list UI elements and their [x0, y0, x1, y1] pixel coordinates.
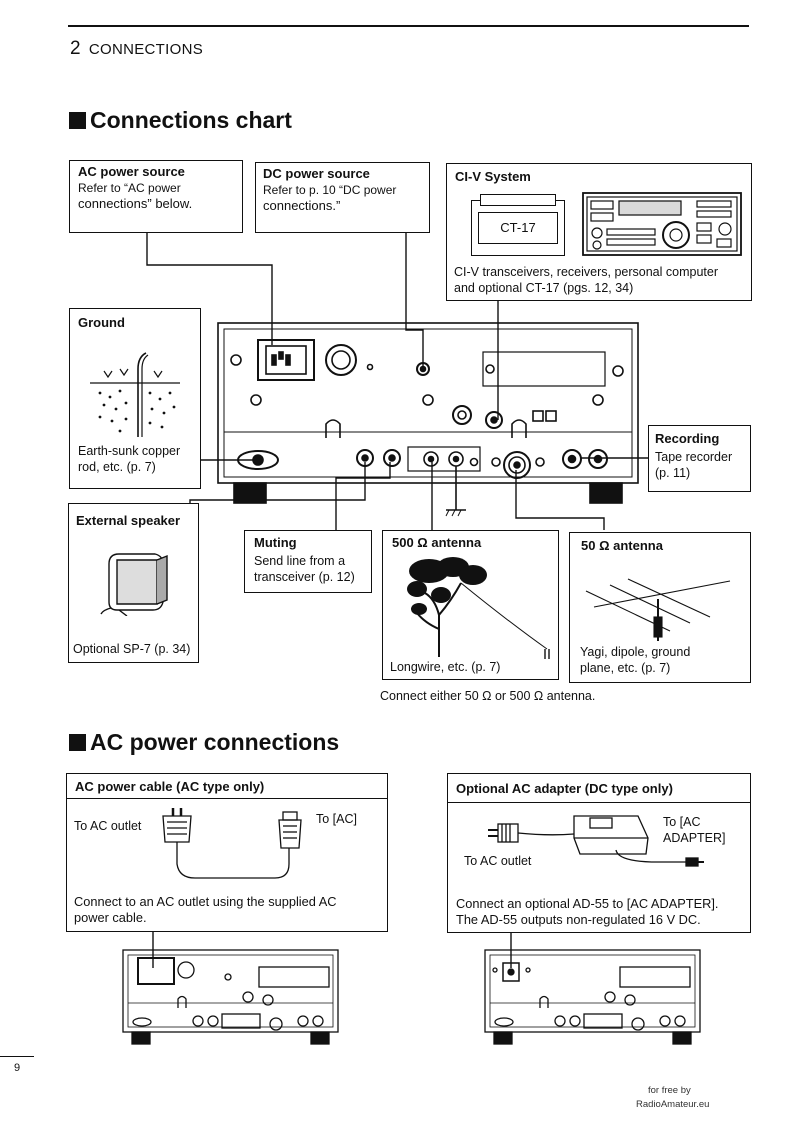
ac-adapter-title-bar [448, 774, 750, 803]
antenna-50-desc-line2: plane, etc. (p. 7) [580, 661, 671, 675]
ac-power-cable-box: AC power cable (AC type only) To AC outl… [66, 773, 388, 932]
ct17-top [480, 194, 556, 206]
ground-title: Ground [78, 315, 125, 330]
yagi-antenna-icon [585, 578, 731, 641]
antenna-50-desc-line1: Yagi, dipole, ground [580, 645, 691, 659]
recording-title: Recording [655, 431, 720, 446]
page-number: 9 [14, 1062, 21, 1074]
section-title-connections-chart: Connections chart [69, 107, 292, 134]
footer-rule [0, 1056, 34, 1057]
ac-source-line2: connections” below. [78, 196, 193, 211]
credit-line1: for free by [648, 1085, 691, 1096]
ac-adapter-to-adapter-line1: To [AC [663, 815, 701, 829]
ac-source-title: AC power source [78, 164, 185, 179]
antenna-500-box: 500 Ω antenna Longwire, etc. (p. 7) [382, 530, 559, 680]
ac-adapter-desc-line2: The AD-55 outputs non-regulated 16 V DC. [456, 912, 701, 927]
section-bullet [69, 734, 86, 751]
ground-rod-icon [90, 352, 180, 437]
ac-cable-desc-line1: Connect to an AC outlet using the suppli… [74, 894, 337, 909]
antenna-note: Connect either 50 Ω or 500 Ω antenna. [380, 689, 596, 703]
tree-longwire-icon [407, 557, 550, 659]
section-bullet [69, 112, 86, 129]
chapter-number: 2 [70, 38, 81, 59]
dc-source-line2: connections.” [263, 198, 341, 213]
ac-cable-to-outlet: To AC outlet [74, 819, 142, 833]
ac-cable-title-bar [67, 774, 387, 799]
civ-desc-line1: CI-V transceivers, receivers, personal c… [454, 265, 718, 279]
ac-adapter-title: Optional AC adapter (DC type only) [456, 781, 673, 796]
rear-panel [217, 322, 639, 517]
ac-cable-title: AC power cable (AC type only) [75, 779, 265, 794]
antenna-500-title: 500 Ω antenna [392, 535, 482, 550]
civ-system-box: CI-V System CT-17 CI-V transceivers, rec… [446, 163, 752, 301]
dc-source-title: DC power source [263, 166, 370, 181]
header-rule [68, 25, 749, 27]
civ-title: CI-V System [455, 169, 531, 184]
ac-adapter-box: Optional AC adapter (DC type only) To AC… [447, 773, 751, 933]
recording-desc-line2: (p. 11) [655, 466, 691, 480]
ac-adapter-to-outlet: To AC outlet [464, 854, 532, 868]
antenna-50-box: 50 Ω antenna Yagi, dipole, ground plane,… [569, 532, 751, 683]
rear-panel-small-left [122, 949, 339, 1045]
recording-desc-line1: Tape recorder [655, 450, 733, 464]
ct17-label: CT-17 [478, 212, 558, 244]
muting-desc-line1: Send line from a [254, 554, 346, 568]
chapter-heading: 2 CONNECTIONS [70, 38, 203, 60]
muting-desc-line2: transceiver (p. 12) [254, 570, 355, 584]
ground-desc-line1: Earth-sunk copper [78, 444, 181, 458]
external-speaker-desc: Optional SP-7 (p. 34) [73, 642, 191, 656]
muting-title: Muting [254, 535, 297, 550]
ac-cable-desc-line2: power cable. [74, 910, 147, 925]
speaker-icon [100, 553, 168, 616]
ac-source-line1: Refer to “AC power [78, 181, 181, 195]
dc-power-source-box: DC power source Refer to p. 10 “DC power… [255, 162, 430, 233]
civ-desc-line2: and optional CT-17 (pgs. 12, 34) [454, 281, 634, 295]
ct17-device: CT-17 [471, 194, 565, 256]
recording-box: Recording Tape recorder (p. 11) [648, 425, 751, 492]
ac-cable-icon [162, 808, 302, 879]
ground-desc-line2: rod, etc. (p. 7) [78, 460, 156, 474]
section-title-text: Connections chart [90, 107, 292, 133]
chapter-title: CONNECTIONS [88, 41, 204, 58]
antenna-500-desc: Longwire, etc. (p. 7) [390, 660, 501, 674]
ac-cable-to-ac: To [AC] [316, 812, 357, 826]
credit-line2: RadioAmateur.eu [636, 1099, 710, 1110]
section-title-ac-power-connections: AC power connections [69, 729, 339, 756]
external-speaker-title: External speaker [76, 513, 181, 528]
ac-adapter-desc-line1: Connect an optional AD-55 to [AC ADAPTER… [456, 896, 719, 911]
dc-source-line1: Refer to p. 10 “DC power [263, 183, 397, 197]
ac-power-source-box: AC power source Refer to “AC power conne… [69, 160, 243, 233]
ac-adapter-icon [488, 815, 704, 867]
external-speaker-box: External speaker Optional SP-7 (p. 34) [68, 503, 199, 663]
ac-adapter-to-adapter-line2: ADAPTER] [663, 831, 726, 845]
ground-box: Ground Earth-sunk copper rod, etc. (p. 7… [69, 308, 201, 489]
transceiver-icon [582, 192, 742, 256]
muting-box: Muting Send line from a transceiver (p. … [244, 530, 372, 593]
antenna-50-title: 50 Ω antenna [581, 538, 663, 553]
section-title-text: AC power connections [90, 729, 340, 755]
rear-panel-small-right [484, 949, 701, 1045]
